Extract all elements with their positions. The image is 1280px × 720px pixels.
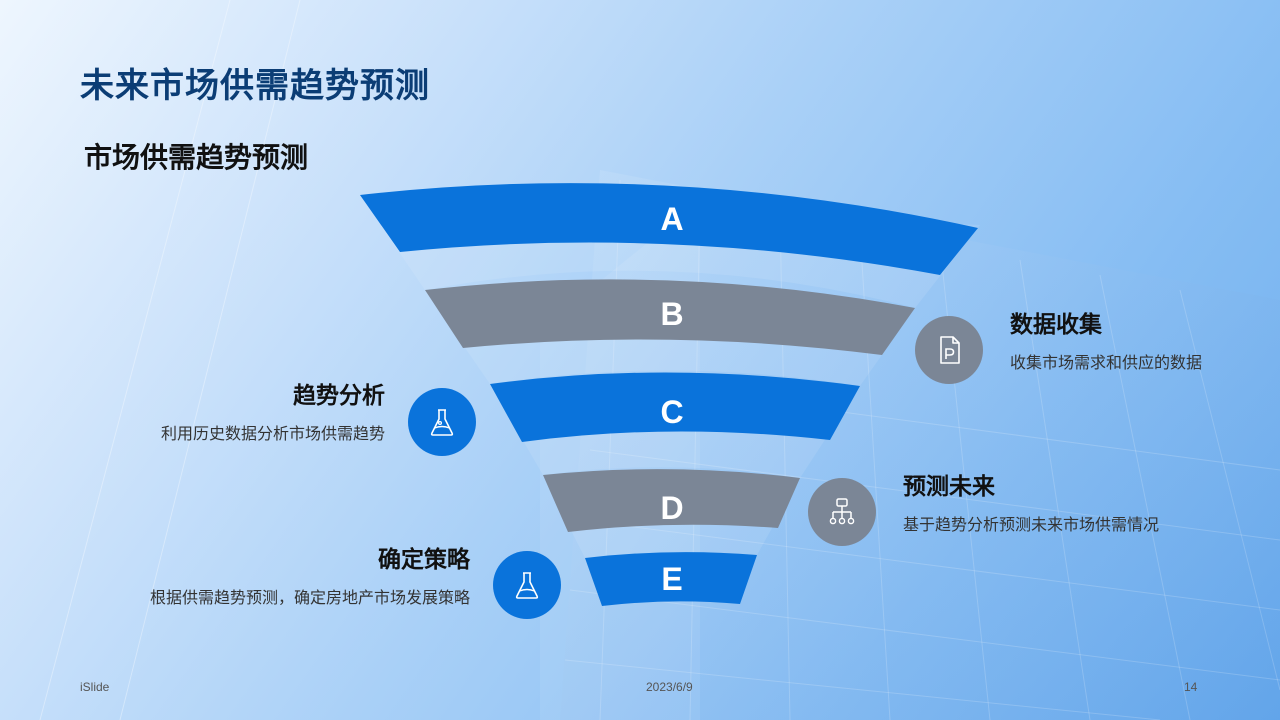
strategy-text: 根据供需趋势预测，确定房地产市场发展策略 xyxy=(149,588,470,607)
funnel-stage-a-band xyxy=(360,183,978,275)
footer-brand: iSlide xyxy=(80,680,110,694)
trend-analysis-title: 趋势分析 xyxy=(293,383,385,409)
funnel-stage-e: E xyxy=(585,552,757,606)
funnel-stage-a: A xyxy=(360,183,978,275)
flask-icon xyxy=(515,572,539,599)
data-collection-title: 数据收集 xyxy=(1010,312,1102,338)
funnel-stage-d: D xyxy=(543,469,800,532)
funnel-stage-b-label: B xyxy=(660,296,683,332)
funnel-stage-c-band xyxy=(490,372,860,442)
forecast-text: 基于趋势分析预测未来市场供需情况 xyxy=(903,515,1160,534)
forecast-title: 预测未来 xyxy=(903,474,995,500)
slide-title: 未来市场供需趋势预测 xyxy=(80,66,430,106)
funnel-stage-d-label: D xyxy=(660,490,683,526)
data-collection-icon-circle xyxy=(915,316,983,384)
slide-subtitle: 市场供需趋势预测 xyxy=(84,141,309,174)
hierarchy-icon xyxy=(829,498,855,525)
funnel-stage-c: C xyxy=(490,372,860,442)
document-icon xyxy=(940,336,960,364)
funnel-stage-d-band xyxy=(543,469,800,532)
funnel-stage-e-band xyxy=(585,552,757,606)
footer-page-number: 14 xyxy=(1184,680,1198,694)
funnel-stage-a-label: A xyxy=(660,201,683,237)
forecast-icon-circle xyxy=(808,478,876,546)
trend-analysis-text: 利用历史数据分析市场供需趋势 xyxy=(160,424,385,443)
funnel-stage-b: B xyxy=(425,279,915,355)
funnel-stage-c-label: C xyxy=(660,394,683,430)
data-collection-text: 收集市场需求和供应的数据 xyxy=(1010,353,1203,372)
flask-icon xyxy=(430,409,454,436)
strategy-icon-circle xyxy=(493,551,561,619)
funnel-stage-e-label: E xyxy=(661,561,682,597)
trend-analysis-icon-circle xyxy=(408,388,476,456)
strategy-title: 确定策略 xyxy=(378,547,470,573)
funnel-stage-b-band xyxy=(425,279,915,355)
footer-date: 2023/6/9 xyxy=(646,680,693,694)
